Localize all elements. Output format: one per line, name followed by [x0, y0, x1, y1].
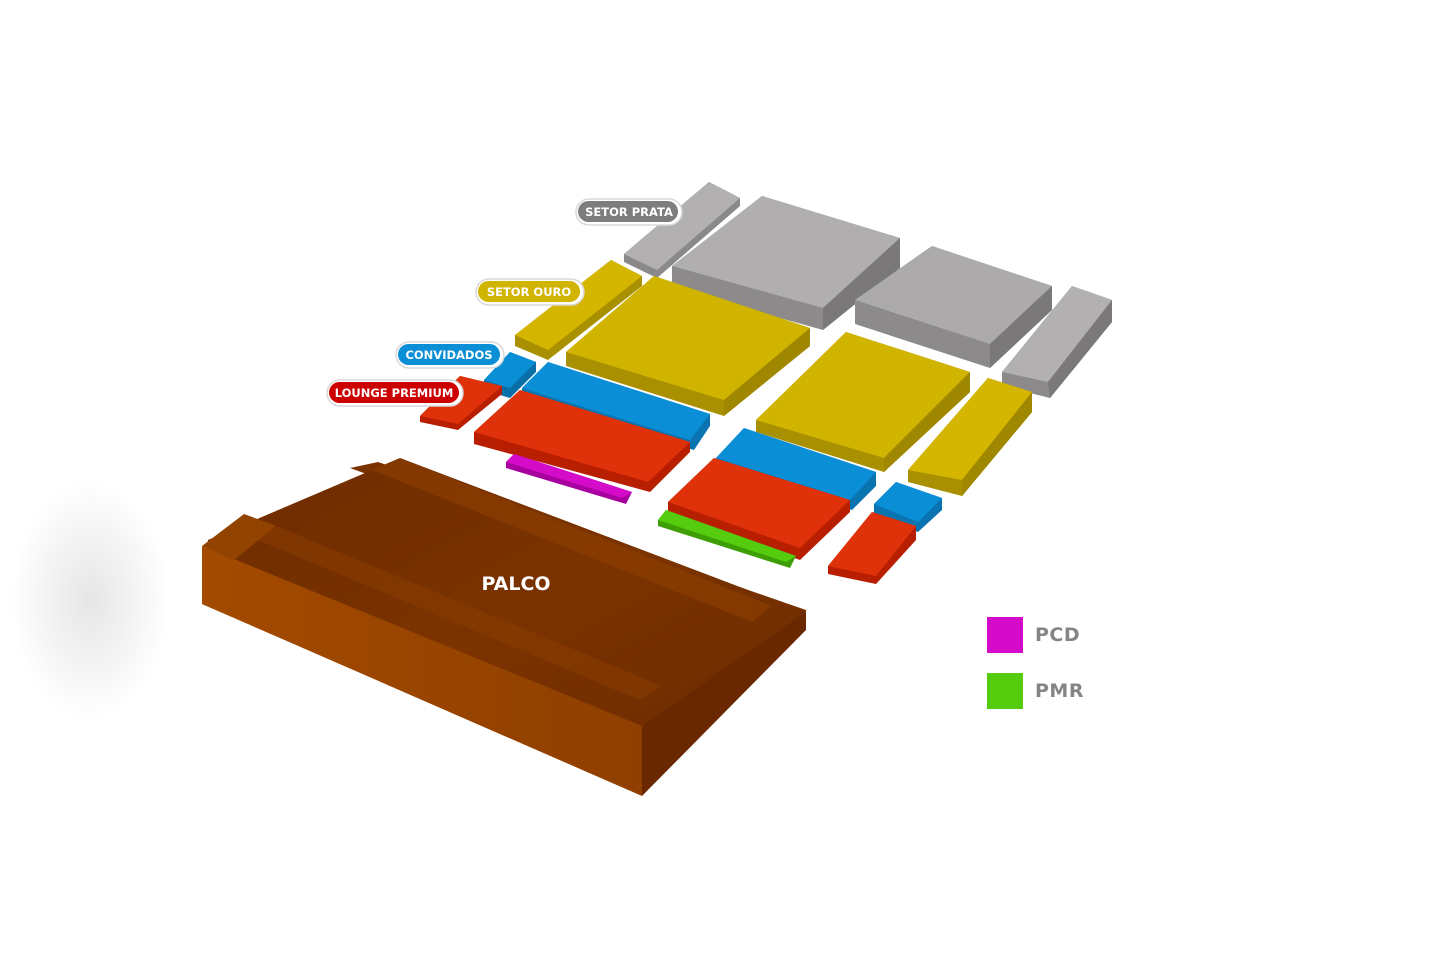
label-setor-prata[interactable]: SETOR PRATA: [575, 198, 683, 226]
stage-label: PALCO: [481, 573, 550, 595]
legend-item-pcd: PCD: [987, 617, 1147, 653]
sector-pmr[interactable]: [658, 510, 796, 568]
stage-palco[interactable]: PALCO: [202, 458, 806, 796]
label-convidados[interactable]: CONVIDADOS: [395, 341, 505, 369]
sector-lounge-premium[interactable]: [420, 376, 916, 584]
sector-pcd[interactable]: [506, 454, 632, 504]
label-lounge-premium[interactable]: LOUNGE PREMIUM: [326, 379, 464, 407]
label-setor-ouro[interactable]: SETOR OURO: [475, 278, 585, 306]
sector-convidados[interactable]: [484, 352, 942, 532]
legend-item-pmr: PMR: [987, 673, 1147, 709]
sector-prata[interactable]: [624, 182, 1112, 398]
legend-label-pcd: PCD: [1035, 624, 1081, 646]
label-lounge-premium-text: LOUNGE PREMIUM: [335, 386, 454, 400]
legend-swatch-pmr: [987, 673, 1023, 709]
legend-swatch-pcd: [987, 617, 1023, 653]
label-setor-ouro-text: SETOR OURO: [487, 285, 572, 299]
label-convidados-text: CONVIDADOS: [405, 348, 492, 362]
label-setor-prata-text: SETOR PRATA: [585, 205, 673, 219]
legend-label-pmr: PMR: [1035, 680, 1084, 702]
legend: PCD PMR: [987, 617, 1147, 717]
sector-ouro[interactable]: [515, 260, 1032, 496]
floor-shadow: [10, 480, 170, 720]
